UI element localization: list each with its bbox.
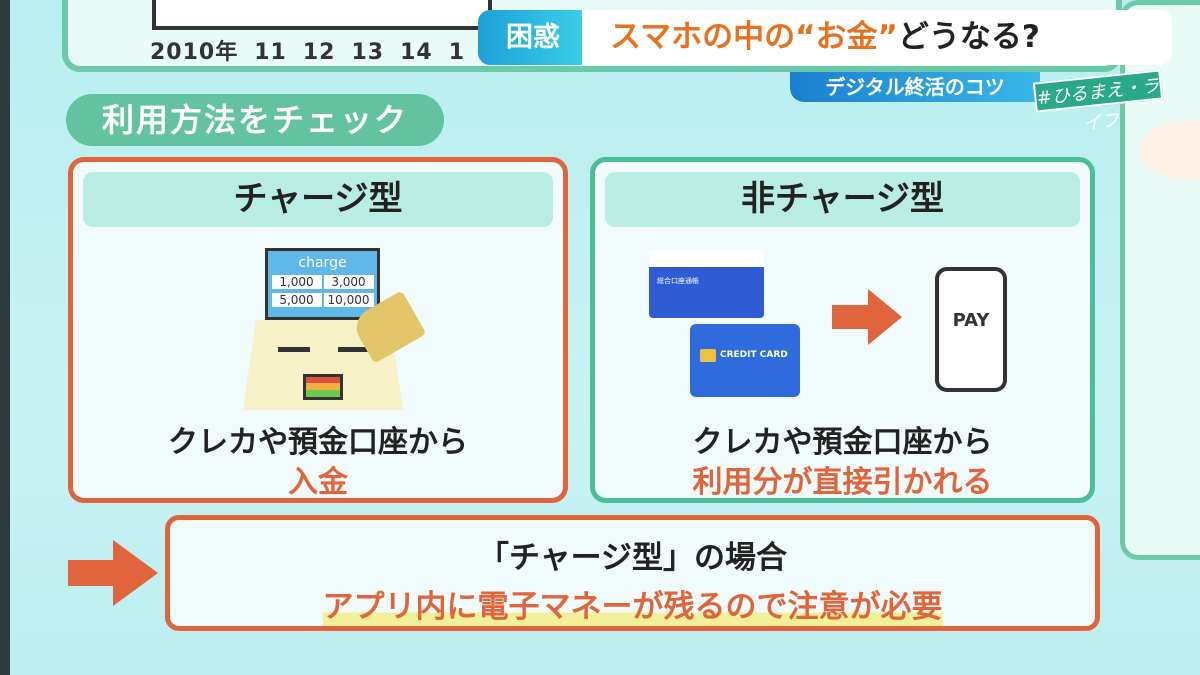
smartphone-icon: PAY xyxy=(935,267,1007,392)
tick-label: 1 xyxy=(448,40,466,65)
arrow-right-icon xyxy=(832,289,902,345)
pay-label: PAY xyxy=(952,310,990,331)
tick-label: 12 xyxy=(302,40,336,65)
chart-plot-area xyxy=(152,0,492,30)
note-line1: 「チャージ型」の場合 xyxy=(477,540,788,576)
tick-label: 14 xyxy=(400,40,433,65)
bankbook-icon: 総合口座通帳 xyxy=(649,250,764,318)
screen-title: charge xyxy=(298,255,347,271)
chip-icon xyxy=(700,349,716,362)
banner-tag: 困惑 xyxy=(478,10,588,65)
caption-line1: クレカや預金口座から xyxy=(168,425,468,460)
credit-card-icon: CREDIT CARD xyxy=(690,324,800,397)
tick-label: 13 xyxy=(351,40,385,65)
section-label: 利用方法をチェック xyxy=(66,94,444,146)
headline-banner: スマホの中の“お金”どうなる? xyxy=(582,10,1172,65)
note-box: 「チャージ型」の場合 アプリ内に電子マネーが残るので注意が必要 xyxy=(165,515,1100,631)
arrow-right-icon xyxy=(68,540,158,606)
headline-orange: スマホの中の“お金” xyxy=(610,19,898,55)
caption-line2: 利用分が直接引かれる xyxy=(692,465,993,500)
screen-edge xyxy=(0,0,10,675)
note-line2: アプリ内に電子マネーが残るので注意が必要 xyxy=(322,581,943,626)
amount-button: 5,000 xyxy=(271,293,322,307)
non-charge-type-card: 非チャージ型 総合口座通帳 CREDIT CARD PAY クレカや預金口座から… xyxy=(590,157,1095,503)
card-title: チャージ型 xyxy=(83,172,553,227)
amount-button: 1,000 xyxy=(271,275,322,289)
credit-card-label: CREDIT CARD xyxy=(720,350,788,360)
bankbook-label: 総合口座通帳 xyxy=(657,277,699,285)
chart-x-axis: 2010年 11 12 13 14 1 xyxy=(150,34,481,66)
amount-button: 3,000 xyxy=(323,275,374,289)
caption-line1: クレカや預金口座から xyxy=(692,425,993,460)
headline-dark: どうなる? xyxy=(897,19,1040,55)
amount-button: 10,000 xyxy=(323,293,374,307)
tick-label: 2010年 xyxy=(150,40,239,65)
kiosk-slot xyxy=(338,347,370,352)
banner-subtitle: デジタル終活のコツ xyxy=(790,72,1040,102)
caption-line2: 入金 xyxy=(288,465,348,500)
card-title: 非チャージ型 xyxy=(605,172,1080,227)
tick-label: 11 xyxy=(254,40,287,65)
kiosk-receipt-screen xyxy=(303,374,343,400)
kiosk-slot xyxy=(278,347,310,352)
